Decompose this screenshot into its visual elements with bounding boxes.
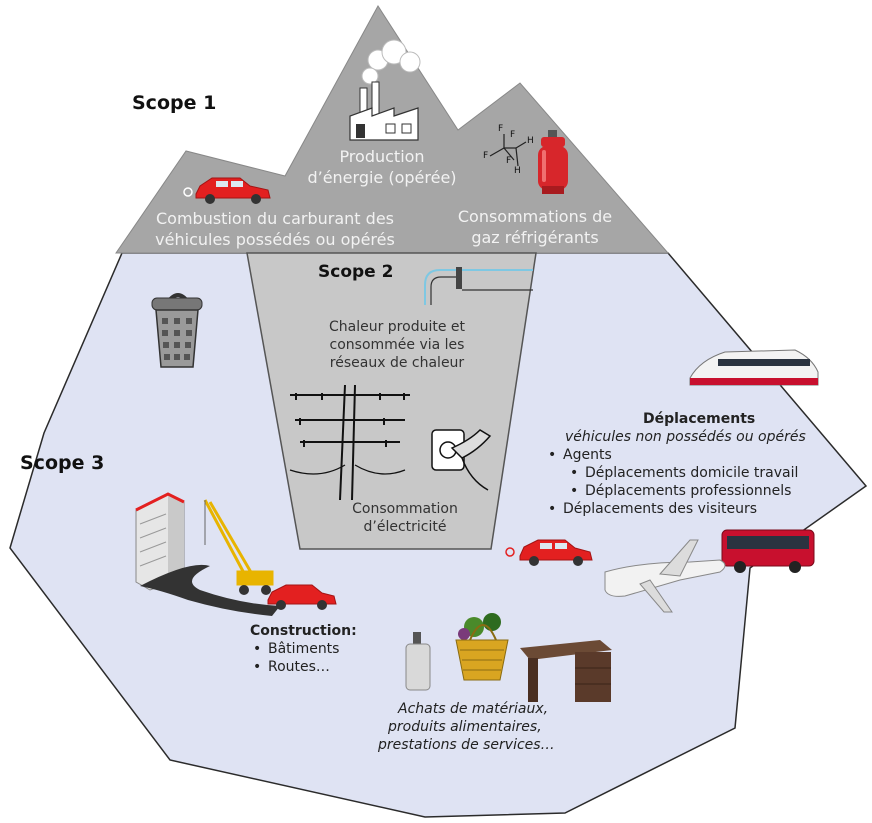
scope1-energy-line1: Production: [339, 147, 425, 166]
scope2-heat-line1: Chaleur produite et: [328, 319, 465, 335]
car-icon: [505, 539, 593, 566]
scope1-vehicles-line1: Combustion du carburant des: [156, 209, 394, 228]
purchases-line2: produits alimentaires,: [388, 719, 542, 735]
basket-icon: [455, 613, 509, 681]
travel-item: Déplacements professionnels: [545, 482, 855, 500]
trash-can-icon: [151, 293, 203, 368]
desk-icon: [520, 640, 612, 702]
scope1-vehicles-label: Combustion du carburant des véhicules po…: [140, 208, 410, 250]
scope3-travel-block: Déplacements véhicules non possédés ou o…: [545, 410, 855, 518]
scope3-construction-block: Construction: Bâtiments Routes…: [250, 622, 357, 676]
scope2-electricity-label: Consommation d’électricité: [335, 500, 475, 536]
construction-heading: Construction:: [250, 623, 357, 639]
atom-label: F: [510, 130, 516, 140]
car-icon: [183, 177, 271, 204]
scope2-heat-label: Chaleur produite et consommée via les ré…: [312, 318, 482, 372]
airplane-icon: [604, 539, 726, 613]
construction-item: Routes…: [250, 658, 357, 676]
refrigerant-molecule: [489, 134, 527, 167]
scope2-heat-line3: réseaux de chaleur: [329, 355, 465, 371]
purchases-line3: prestations de services…: [378, 737, 555, 753]
travel-item: Agents: [545, 446, 855, 464]
scope3-purchases-label: Achats de matériaux, produits alimentair…: [378, 700, 555, 754]
train-icon: [689, 349, 819, 386]
plug-icon: [431, 429, 492, 491]
atom-label: F: [506, 156, 512, 166]
travel-subheading: véhicules non possédés ou opérés: [565, 429, 806, 445]
scope1-energy-line2: d’énergie (opérée): [307, 168, 457, 187]
scope3-title: Scope 3: [20, 452, 105, 474]
crane-icon: [203, 499, 274, 595]
scope2-title: Scope 2: [318, 262, 394, 282]
scope1-title: Scope 1: [132, 92, 217, 114]
atom-label: H: [514, 166, 521, 176]
atom-label: H: [527, 136, 534, 146]
power-pole-icon: [289, 384, 410, 501]
gas-cylinder-icon: [538, 130, 568, 194]
scope1-gas-line1: Consommations de: [457, 207, 613, 226]
building-icon: [135, 492, 185, 591]
bus-icon: [721, 529, 815, 573]
scope1-gas-line2: gaz réfrigérants: [471, 228, 599, 247]
scope2-electricity-line2: d’électricité: [363, 519, 447, 535]
road-icon: [140, 564, 280, 616]
travel-item: Déplacements domicile travail: [545, 464, 855, 482]
purchases-line1: Achats de matériaux,: [398, 701, 549, 717]
scope2-funnel: [246, 252, 537, 550]
scope2-heat-line2: consommée via les: [329, 337, 465, 353]
car-icon: [267, 584, 337, 610]
bottle-icon: [405, 632, 431, 691]
scope1-vehicles-line2: véhicules possédés ou opérés: [155, 230, 395, 249]
construction-item: Bâtiments: [250, 640, 357, 658]
scope2-electricity-line1: Consommation: [352, 501, 458, 517]
scope1-energy-label: Production d’énergie (opérée): [292, 146, 472, 188]
scope1-gas-label: Consommations de gaz réfrigérants: [440, 206, 630, 248]
pipe-icon: [424, 267, 533, 305]
atom-label: F: [498, 124, 504, 134]
travel-item: Déplacements des visiteurs: [545, 500, 855, 518]
travel-heading: Déplacements: [643, 411, 756, 427]
factory-icon: [349, 39, 421, 141]
atom-label: F: [483, 151, 489, 161]
